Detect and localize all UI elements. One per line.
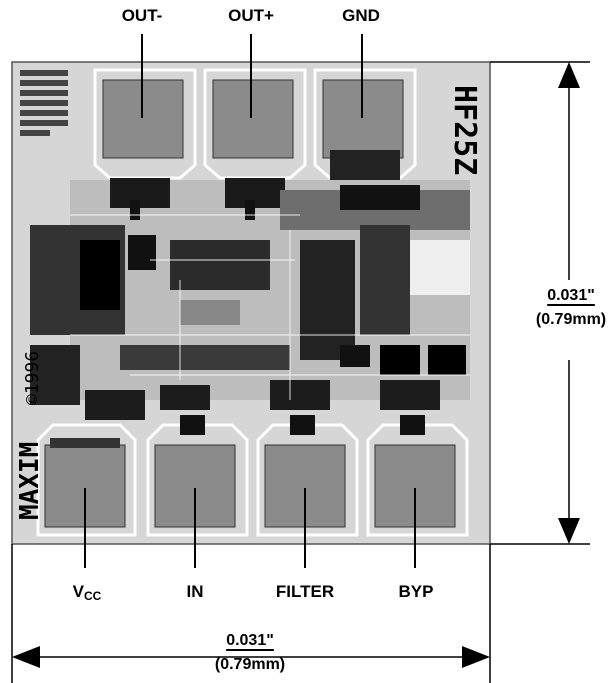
pin-label-filter: FILTER <box>275 582 335 601</box>
width-mm: (0.79mm) <box>214 656 286 673</box>
width-dimension-label: 0.031" (0.79mm) <box>200 632 300 674</box>
die-part-number: HF25Z <box>447 85 482 175</box>
width-inch: 0.031" <box>226 632 274 649</box>
die-copyright: ©1996 <box>22 351 43 405</box>
leader-lines <box>84 34 416 568</box>
pin-label-gnd: GND <box>342 6 380 25</box>
height-dimension <box>490 61 590 545</box>
die-id-marks <box>20 70 68 136</box>
height-dimension-label: 0.031" (0.79mm) <box>526 287 616 329</box>
width-arrow-right <box>462 646 490 668</box>
pin-label-byp: BYP <box>398 582 434 601</box>
height-arrow-down <box>558 518 580 544</box>
height-inch: 0.031" <box>547 287 595 304</box>
circuitry <box>30 178 470 435</box>
die-brand: MAXIM <box>15 442 45 520</box>
pin-label-in: IN <box>186 582 204 601</box>
pin-label-out-minus: OUT- <box>121 6 163 25</box>
height-arrow-up <box>558 62 580 88</box>
width-arrow-left <box>12 646 40 668</box>
bottom-pads <box>36 423 469 537</box>
height-mm: (0.79mm) <box>535 311 607 328</box>
pin-label-out-plus: OUT+ <box>228 6 274 25</box>
width-dimension <box>11 544 491 683</box>
wiring <box>70 214 470 400</box>
pin-label-vcc: VCC <box>72 582 102 603</box>
pad-out-plus <box>212 79 294 159</box>
